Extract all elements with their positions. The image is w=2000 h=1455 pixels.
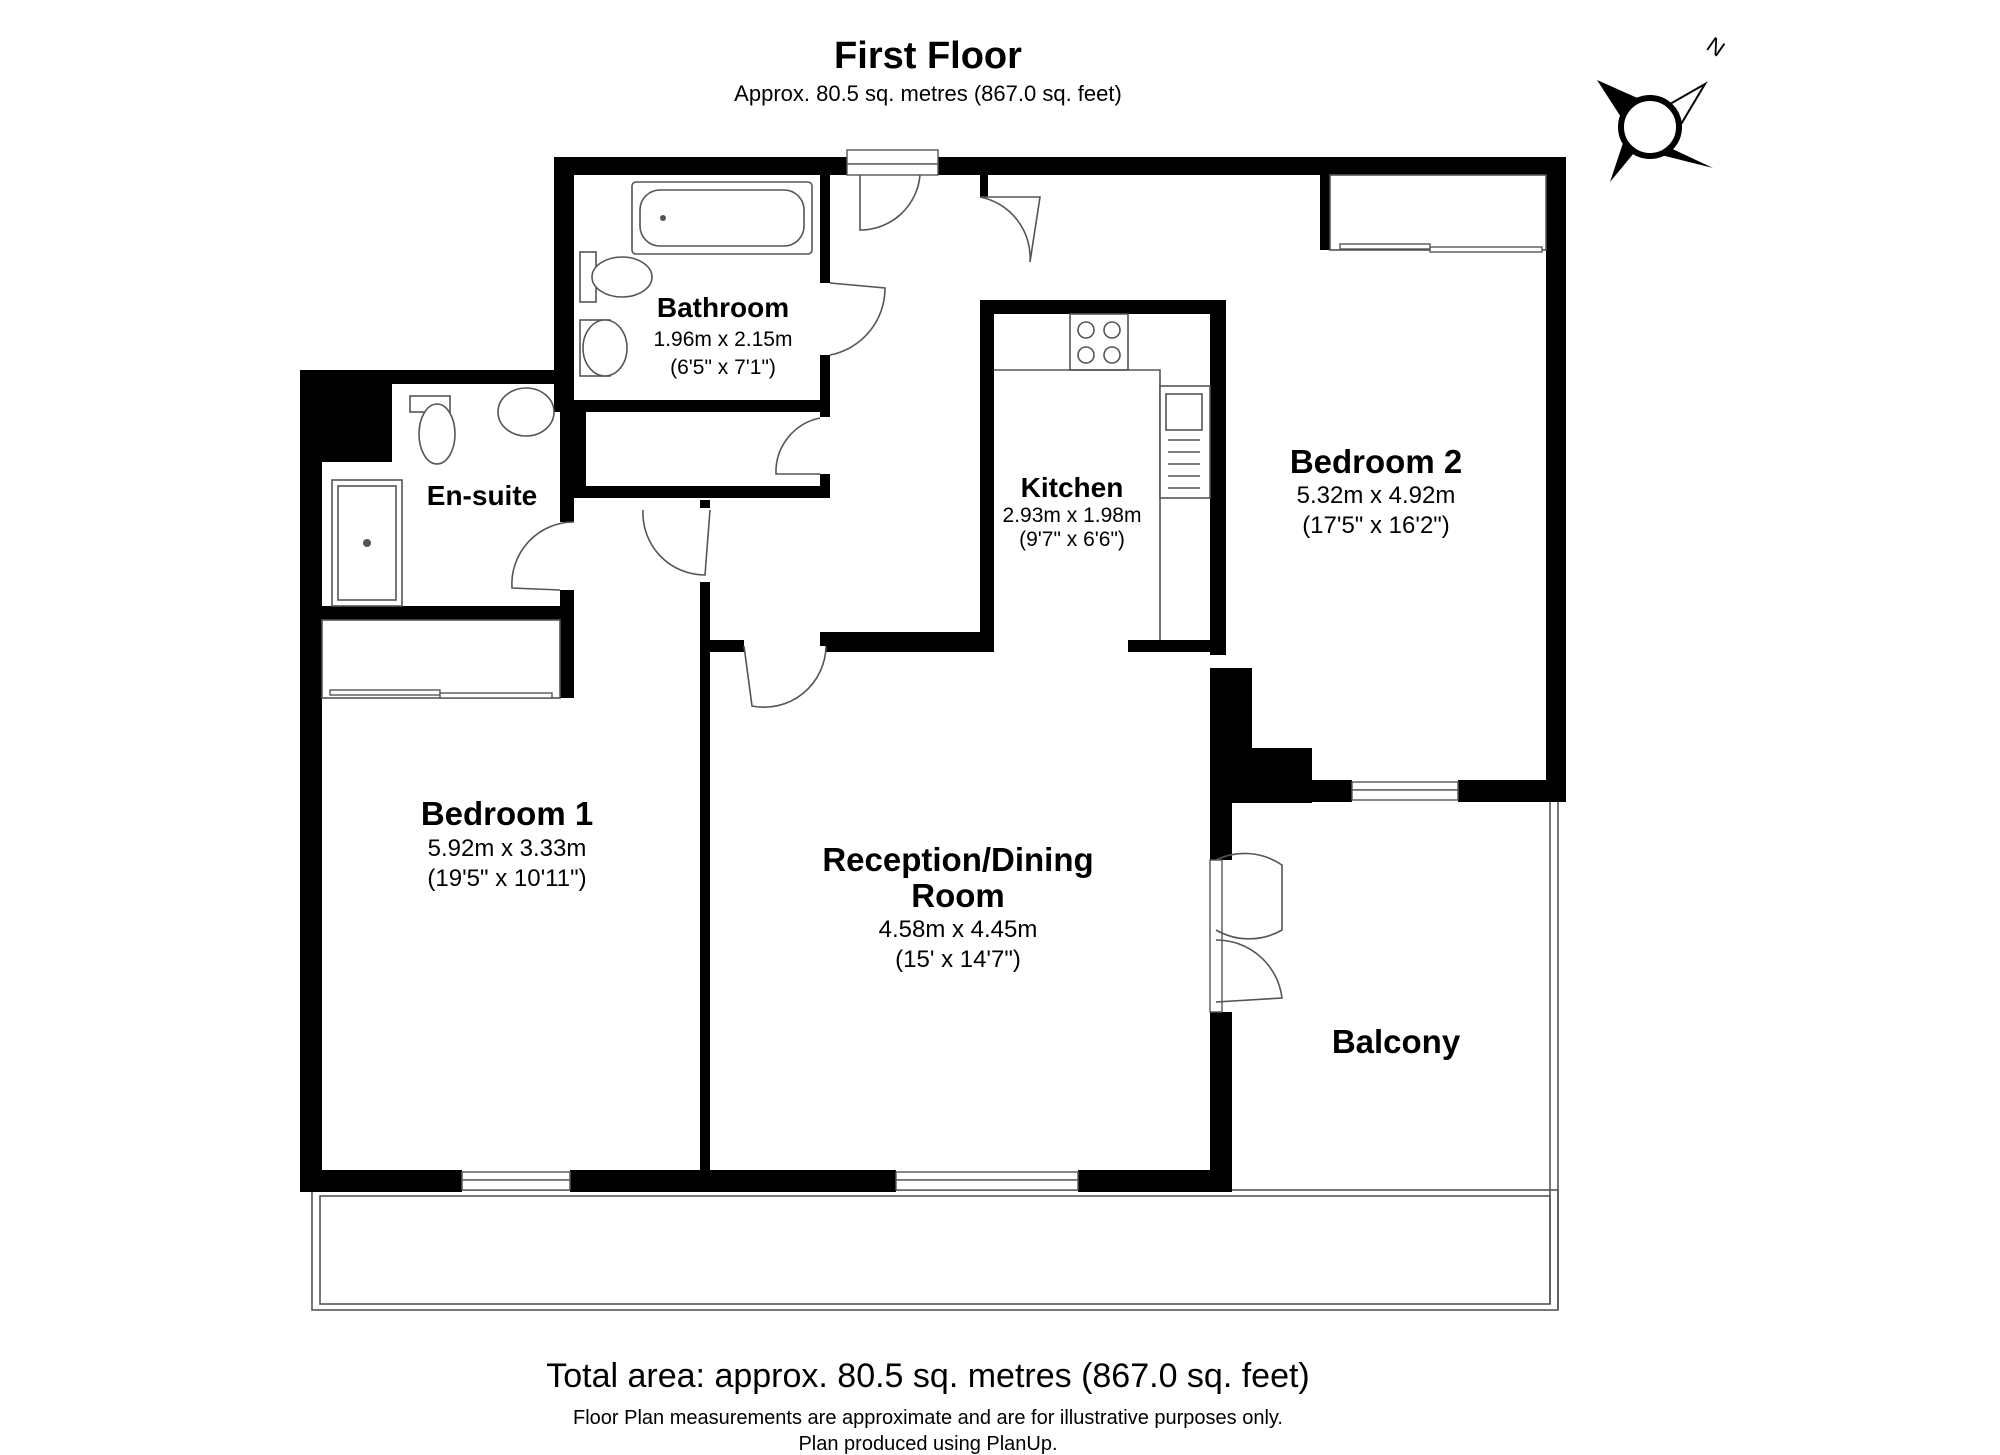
bedroom1-imperial: (19'5" x 10'11") (427, 865, 586, 892)
bath-fixture (631, 181, 813, 255)
basin-fixture (579, 319, 628, 377)
reception-imperial: (15' x 14'7") (895, 946, 1021, 973)
hob-fixture (1069, 313, 1129, 371)
walls (300, 157, 1566, 1192)
balcony-name: Balcony (1332, 1023, 1461, 1060)
kitchen-imperial: (9'7" x 6'6") (1019, 528, 1125, 551)
ensuite-basin-fixture (497, 387, 555, 437)
ensuite-name: En-suite (427, 480, 537, 511)
bathroom-imperial: (6'5" x 7'1") (670, 356, 776, 379)
floor-area-subtitle: Approx. 80.5 sq. metres (867.0 sq. feet) (734, 81, 1122, 106)
disclaimer-line1: Floor Plan measurements are approximate … (573, 1407, 1283, 1429)
shower-fixture (331, 479, 403, 607)
bedroom2-metric: 5.32m x 4.92m (1297, 482, 1456, 509)
bathroom-name: Bathroom (657, 292, 789, 323)
toilet-fixture (579, 251, 653, 303)
reception-metric: 4.58m x 4.45m (879, 916, 1038, 943)
kitchen-name: Kitchen (1021, 472, 1124, 503)
floor-title: First Floor (834, 35, 1022, 77)
disclaimer-line2: Plan produced using PlanUp. (798, 1433, 1057, 1455)
compass-icon: N (1597, 32, 1730, 182)
total-area: Total area: approx. 80.5 sq. metres (867… (546, 1357, 1310, 1395)
ensuite-label: En-suite (427, 480, 537, 511)
bedroom2-name: Bedroom 2 (1290, 443, 1462, 480)
doors (511, 174, 1283, 1003)
reception-label: Reception/Dining Room 4.58m x 4.45m (15'… (822, 841, 1093, 973)
bedroom1-wardrobe (321, 619, 561, 699)
balcony-label: Balcony (1332, 1023, 1461, 1060)
bedroom1-metric: 5.92m x 3.33m (428, 835, 587, 862)
windows (461, 149, 1459, 1191)
bedroom1-label: Bedroom 1 5.92m x 3.33m (19'5" x 10'11") (421, 795, 593, 892)
bedroom2-label: Bedroom 2 5.32m x 4.92m (17'5" x 16'2") (1290, 443, 1462, 539)
kitchen-worktop (994, 369, 1161, 640)
reception-name-line2: Room (911, 877, 1005, 914)
kitchen-label: Kitchen 2.93m x 1.98m (9'7" x 6'6") (1003, 472, 1142, 551)
bedroom2-imperial: (17'5" x 16'2") (1302, 512, 1450, 539)
ensuite-toilet-fixture (409, 395, 456, 465)
bathroom-metric: 1.96m x 2.15m (654, 328, 793, 351)
bedroom1-name: Bedroom 1 (421, 795, 593, 832)
bathroom-label: Bathroom 1.96m x 2.15m (6'5" x 7'1") (654, 292, 793, 379)
reception-name-line1: Reception/Dining (822, 841, 1093, 878)
sink-fixture (1159, 385, 1211, 499)
compass-north-label: N (1702, 32, 1729, 62)
kitchen-metric: 2.93m x 1.98m (1003, 504, 1142, 527)
bedroom2-wardrobe (1329, 174, 1547, 253)
